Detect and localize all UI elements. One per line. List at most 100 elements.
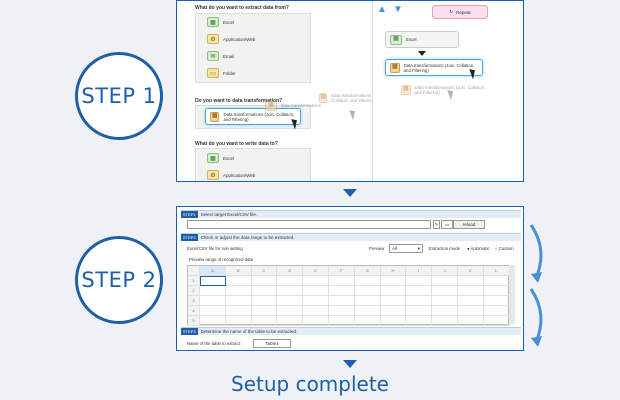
write-option-excel[interactable]: ▦Excel	[207, 151, 234, 165]
grid-cell[interactable]	[303, 306, 329, 316]
grid-cell[interactable]	[432, 306, 458, 316]
edit-path-icon[interactable]: ✎	[433, 220, 440, 229]
grid-column-header[interactable]: H	[380, 266, 407, 276]
grid-cell[interactable]	[328, 276, 355, 286]
grid-column-header[interactable]: J	[432, 266, 458, 276]
grid-scrollbar[interactable]	[509, 265, 515, 325]
grid-cell[interactable]	[354, 306, 381, 316]
grid-cell[interactable]	[457, 316, 484, 326]
grid-cell[interactable]	[406, 316, 433, 326]
grid-row-header[interactable]: 2	[188, 286, 200, 296]
grid-cell[interactable]	[380, 286, 407, 296]
grid-cell[interactable]	[251, 286, 278, 296]
grid-row-header[interactable]: 5	[188, 316, 200, 326]
grid-cell[interactable]	[328, 316, 355, 326]
grid-cell[interactable]	[251, 306, 278, 316]
grid-column-header[interactable]: K	[457, 266, 484, 276]
grid-cell[interactable]	[457, 306, 484, 316]
option-folder[interactable]: ▭Folder	[207, 66, 236, 80]
arrow-up-icon[interactable]: ▲	[377, 4, 387, 15]
option-application-web[interactable]: ⚙Application/Web	[207, 32, 255, 46]
option-email[interactable]: ✉Email	[207, 49, 234, 63]
grid-column-header[interactable]: F	[328, 266, 355, 276]
grid-column-header[interactable]: G	[354, 266, 381, 276]
grid-cell[interactable]	[483, 316, 510, 326]
grid-column-header[interactable]: L	[483, 266, 510, 276]
grid-cell[interactable]	[380, 276, 407, 286]
grid-cell[interactable]	[303, 316, 329, 326]
grid-cell[interactable]	[328, 296, 355, 306]
grid-cell[interactable]	[200, 306, 226, 316]
grid-cell[interactable]	[380, 306, 407, 316]
grid-cell[interactable]	[200, 276, 226, 286]
grid-cell[interactable]	[483, 286, 510, 296]
grid-cell[interactable]	[380, 316, 407, 326]
grid-cell[interactable]	[354, 276, 381, 286]
grid-cell[interactable]	[432, 316, 458, 326]
grid-cell[interactable]	[457, 286, 484, 296]
grid-cell[interactable]	[225, 286, 252, 296]
reload-button[interactable]: reload	[453, 220, 485, 229]
grid-cell[interactable]	[354, 316, 381, 326]
preview-select[interactable]: All▾	[389, 244, 423, 253]
grid-cell[interactable]	[432, 276, 458, 286]
mode-custom-radio[interactable]: ○ Custom	[495, 246, 514, 251]
grid-cell[interactable]	[277, 306, 304, 316]
arrow-down-icon[interactable]: ▼	[393, 4, 403, 15]
grid-cell[interactable]	[277, 286, 304, 296]
grid-cell[interactable]	[354, 296, 381, 306]
grid-cell[interactable]	[483, 276, 510, 286]
grid-cell[interactable]	[457, 296, 484, 306]
grid-row-header[interactable]: 4	[188, 306, 200, 316]
file-path-input[interactable]	[187, 220, 431, 229]
grid-cell[interactable]	[277, 296, 304, 306]
write-option-application-web[interactable]: ⚙Application/Web	[207, 168, 255, 181]
repeat-button[interactable]: ↻Repeat	[432, 5, 488, 19]
grid-column-header[interactable]: C	[251, 266, 278, 276]
mode-automatic-radio[interactable]: ● Automatic	[467, 246, 490, 251]
grid-cell[interactable]	[225, 296, 252, 306]
option-excel[interactable]: ▦Excel	[207, 15, 234, 29]
grid-column-header[interactable]: I	[406, 266, 433, 276]
transform-card[interactable]: ▦Data transformations (Join, Collation, …	[205, 108, 301, 125]
grid-cell[interactable]	[432, 296, 458, 306]
grid-cell[interactable]	[251, 316, 278, 326]
grid-cell[interactable]	[225, 306, 252, 316]
table-name-input[interactable]: Table1	[253, 339, 291, 348]
grid-row-header[interactable]: 3	[188, 296, 200, 306]
grid-cell[interactable]	[303, 276, 329, 286]
grid-cell[interactable]	[406, 276, 433, 286]
grid-cell[interactable]	[483, 306, 510, 316]
browse-file-icon[interactable]: ▭	[441, 220, 453, 229]
grid-cell[interactable]	[303, 296, 329, 306]
grid-cell[interactable]	[457, 276, 484, 286]
grid-cell[interactable]	[225, 276, 252, 286]
grid-cell[interactable]	[225, 316, 252, 326]
flow-step-transform[interactable]: ▦Data transformations (Join, Collation, …	[385, 59, 483, 76]
grid-cell[interactable]	[277, 276, 304, 286]
grid-cell[interactable]	[251, 296, 278, 306]
grid-cell[interactable]	[328, 286, 355, 296]
flow-step-excel[interactable]: ▦Excel	[385, 31, 459, 48]
grid-row-header[interactable]: 1	[188, 276, 200, 286]
grid-cell[interactable]	[251, 276, 278, 286]
grid-column-header[interactable]: B	[225, 266, 252, 276]
grid-column-header[interactable]: A	[200, 266, 226, 276]
grid-cell[interactable]	[432, 286, 458, 296]
grid-cell[interactable]	[406, 306, 433, 316]
grid-cell[interactable]	[303, 286, 329, 296]
grid-cell[interactable]	[200, 296, 226, 306]
step1-screenshot: What do you want to extract data from? ▦…	[176, 0, 524, 182]
grid-column-header[interactable]: E	[303, 266, 329, 276]
grid-cell[interactable]	[406, 296, 433, 306]
grid-cell[interactable]	[354, 286, 381, 296]
grid-cell[interactable]	[380, 296, 407, 306]
grid-cell[interactable]	[328, 306, 355, 316]
grid-column-header[interactable]: D	[277, 266, 304, 276]
grid-cell[interactable]	[406, 286, 433, 296]
grid-cell[interactable]	[200, 316, 226, 326]
grid-cell[interactable]	[200, 286, 226, 296]
grid-cell[interactable]	[483, 296, 510, 306]
grid-cell[interactable]	[277, 316, 304, 326]
